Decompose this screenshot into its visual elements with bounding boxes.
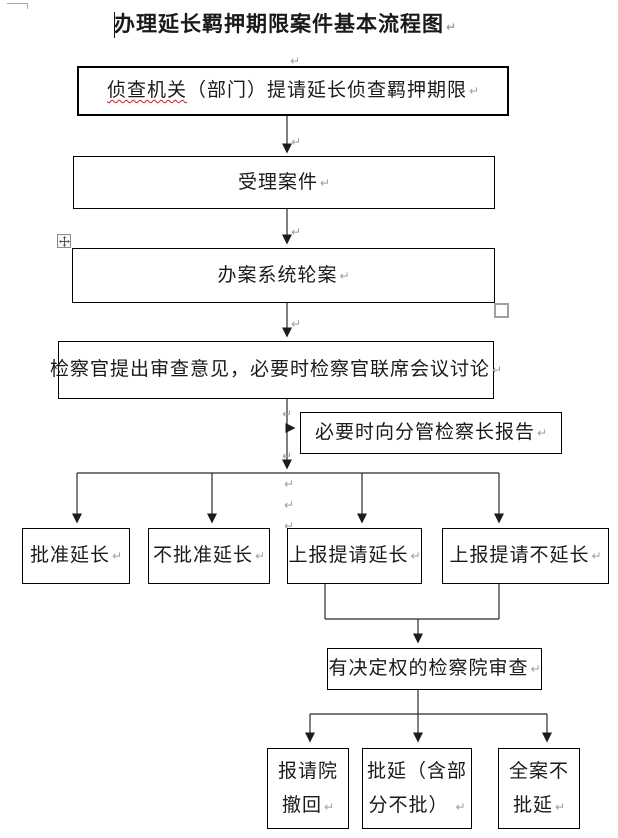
flow-node-authority-review[interactable]: 有决定权的检察院审查↵ (327, 648, 542, 690)
paragraph-mark-icon: ↵ (410, 549, 421, 563)
paragraph-mark-icon: ↵ (468, 84, 480, 98)
node-label: 分不批） (368, 794, 449, 816)
node-label: 批准延长 (29, 545, 110, 567)
flow-node-prosecutor-review[interactable]: 检察官提出审查意见，必要时检察官联席会议讨论↵ (50, 341, 502, 399)
node-label: 全案不 (508, 760, 569, 782)
node-label: 不批准延长 (152, 545, 253, 567)
paragraph-mark-icon: ↵ (284, 498, 295, 512)
paragraph-mark-icon: ↵ (284, 477, 295, 491)
paragraph-mark-icon: ↵ (591, 549, 602, 563)
page-title: 办理延长羁押期限案件基本流程图↵ (0, 8, 570, 38)
node-label: 受理案件 (237, 171, 318, 193)
paragraph-mark-icon: ↵ (291, 135, 302, 149)
paragraph-mark-icon: ↵ (284, 519, 295, 533)
paragraph-mark-icon: ↵ (554, 799, 566, 814)
paragraph-mark-icon: ↵ (319, 175, 331, 190)
paragraph-mark-icon: ↵ (491, 363, 503, 377)
paragraph-mark-icon: ↵ (536, 426, 548, 440)
flow-node-approve-partial[interactable]: 批延（含部 分不批） ↵ (362, 748, 472, 829)
paragraph-mark-icon: ↵ (445, 20, 457, 34)
paragraph-mark-icon: ↵ (455, 799, 466, 814)
paragraph-mark-icon: ↵ (282, 449, 293, 463)
node-label: 报请院 (277, 760, 338, 782)
paragraph-mark-icon: ↵ (323, 799, 335, 814)
shape-move-handle-icon[interactable] (57, 234, 71, 248)
paragraph-mark-icon: ↵ (290, 54, 301, 68)
misspelled-text: 侦查机关 (106, 80, 187, 102)
shape-resize-handle[interactable] (494, 303, 509, 318)
paragraph-mark-icon: ↵ (291, 317, 302, 331)
text-boundary-mark (7, 3, 28, 4)
flow-node-case-rotation[interactable]: 办案系统轮案↵ (72, 248, 495, 303)
paragraph-mark-icon: ↵ (282, 407, 293, 421)
flow-node-report-chief[interactable]: 必要时向分管检察长报告↵ (300, 412, 562, 454)
flow-node-reject-all[interactable]: 全案不 批延↵ (498, 748, 580, 829)
node-label: 批延（含部 (366, 760, 467, 782)
paragraph-mark-icon: ↵ (291, 225, 302, 239)
flow-node-submit-extend[interactable]: 上报提请延长↵ (287, 528, 422, 584)
flow-node-withdraw[interactable]: 报请院 撤回↵ (267, 748, 349, 829)
text-boundary-mark (27, 3, 28, 9)
flow-node-submit-not-extend[interactable]: 上报提请不延长↵ (442, 528, 609, 584)
paragraph-mark-icon: ↵ (339, 268, 350, 283)
text-cursor (114, 12, 115, 38)
page-title-text: 办理延长羁押期限案件基本流程图 (113, 12, 444, 36)
paragraph-mark-icon: ↵ (111, 549, 123, 563)
node-label: 上报提请延长 (288, 545, 409, 567)
node-label: 批延 (512, 794, 553, 816)
node-label: 办案系统轮案 (217, 264, 338, 286)
node-label: 有决定权的检察院审查 (328, 658, 529, 680)
flow-node-approve-extend[interactable]: 批准延长↵ (22, 528, 130, 584)
node-label: 检察官提出审查意见，必要时检察官联席会议讨论 (49, 359, 490, 381)
flow-node-request-extension[interactable]: 侦查机关（部门）提请延长侦查羁押期限↵ (77, 66, 509, 116)
flow-node-disapprove-extend[interactable]: 不批准延长↵ (148, 528, 270, 584)
node-label: （部门）提请延长侦查羁押期限 (186, 80, 467, 102)
flow-node-accept-case[interactable]: 受理案件↵ (73, 156, 495, 209)
node-label: 上报提请不延长 (449, 545, 590, 567)
node-label: 撤回 (281, 794, 322, 816)
paragraph-mark-icon: ↵ (530, 662, 541, 676)
paragraph-mark-icon: ↵ (254, 549, 266, 563)
node-label: 必要时向分管检察长报告 (314, 422, 535, 444)
